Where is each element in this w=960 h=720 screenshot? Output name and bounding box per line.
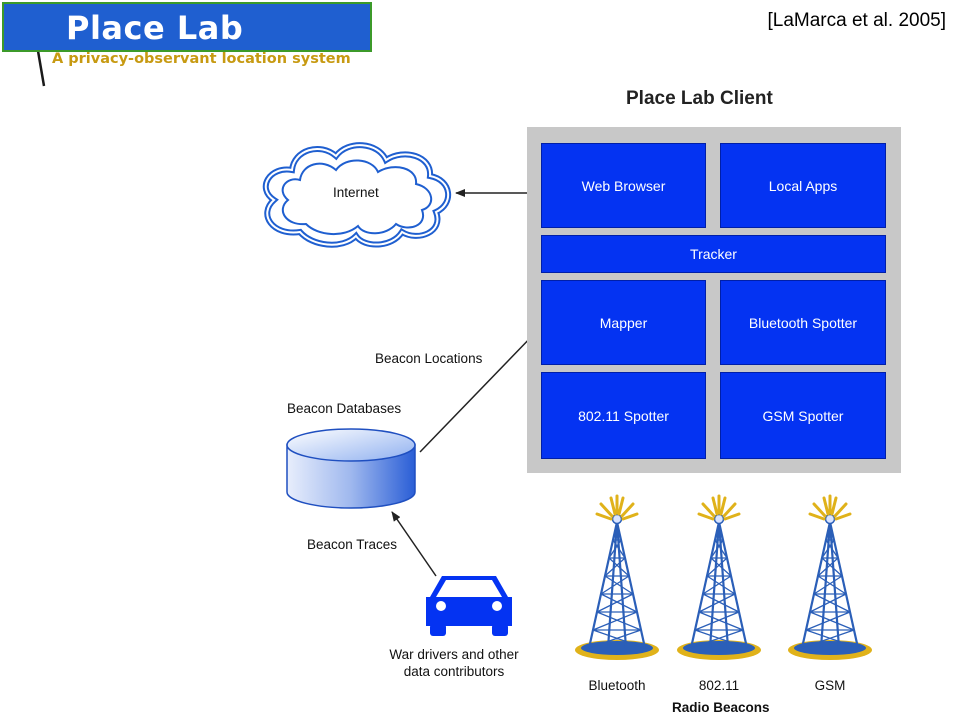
internet-label: Internet: [333, 185, 379, 200]
beacon-locations-label: Beacon Locations: [375, 351, 483, 366]
module-wifi-spotter: 802.11 Spotter: [541, 372, 706, 459]
car-icon: [426, 576, 512, 636]
citation: [LaMarca et al. 2005]: [767, 10, 947, 31]
bluetooth-tower-icon: [573, 494, 661, 662]
module-mapper: Mapper: [541, 280, 706, 365]
contributors-label-line1: War drivers and other: [389, 647, 519, 662]
logo-banner: [2, 2, 372, 52]
module-tracker: Tracker: [541, 235, 886, 273]
beacon-traces-label: Beacon Traces: [307, 537, 398, 552]
wifi-tower-icon: [675, 494, 763, 662]
tower-label-80211: 802.11: [698, 678, 740, 693]
tower-label-bluetooth: Bluetooth: [588, 678, 646, 693]
beacon-traces-arrow: [391, 511, 437, 577]
module-local-apps: Local Apps: [720, 143, 886, 228]
module-bluetooth-spotter: Bluetooth Spotter: [720, 280, 886, 365]
tower-label-gsm: GSM: [814, 678, 846, 693]
cloud-icon: [262, 142, 452, 248]
module-gsm-spotter: GSM Spotter: [720, 372, 886, 459]
radio-beacons-title: Radio Beacons: [672, 700, 770, 715]
client-title: Place Lab Client: [626, 88, 773, 109]
logo-title: Place Lab: [66, 9, 244, 47]
gsm-tower-icon: [786, 494, 874, 662]
beacon-databases-label: Beacon Databases: [287, 401, 402, 416]
database-icon: [286, 428, 416, 509]
logo-tagline: A privacy-observant location system: [52, 51, 351, 67]
contributors-label-line2: data contributors: [403, 664, 505, 679]
beacon-locations-arrow: [419, 331, 537, 453]
module-web-browser: Web Browser: [541, 143, 706, 228]
